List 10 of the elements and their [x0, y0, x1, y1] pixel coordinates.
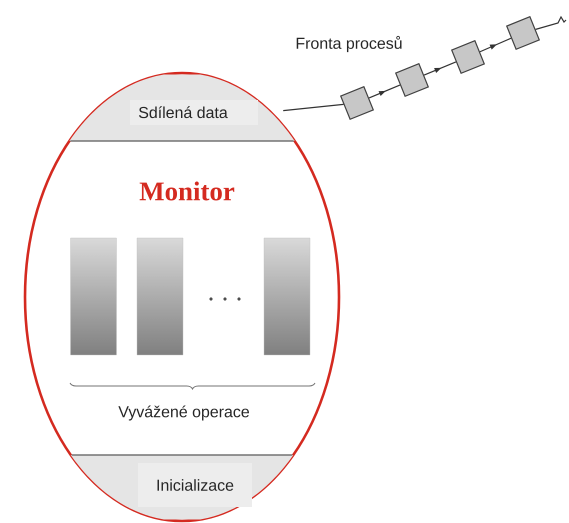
arrow	[480, 38, 512, 52]
queue-label: Fronta procesů	[296, 36, 402, 52]
operations-label: Vyvážené operace	[118, 405, 249, 421]
operation-bar	[70, 238, 117, 356]
arrow	[424, 61, 456, 76]
arrow	[368, 84, 400, 98]
operation-bar	[264, 238, 310, 356]
initialization-band: Inicializace	[70, 454, 294, 520]
operation-bar	[136, 238, 184, 356]
shared-data-band: Sdílená data	[69, 74, 295, 142]
